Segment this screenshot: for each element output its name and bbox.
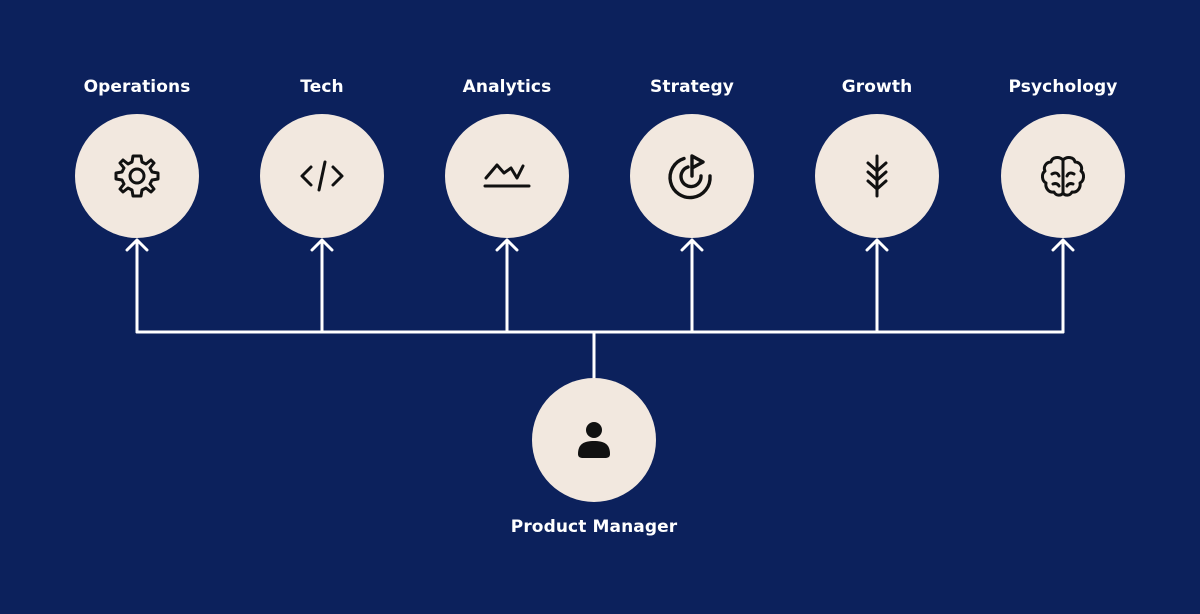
root-circle xyxy=(532,378,656,502)
node-growth: Growth xyxy=(777,74,977,238)
arrow-growth xyxy=(865,238,889,334)
node-tech: Tech xyxy=(222,74,422,238)
arrow-strategy xyxy=(680,238,704,334)
node-circle xyxy=(1001,114,1125,238)
node-circle xyxy=(260,114,384,238)
root-label: Product Manager xyxy=(510,517,678,537)
arrow-psychology xyxy=(1051,238,1075,334)
arrow-tech xyxy=(310,238,334,334)
node-operations: Operations xyxy=(37,74,237,238)
node-label: Tech xyxy=(300,77,344,97)
line-chart-icon xyxy=(479,148,535,204)
node-label: Growth xyxy=(841,77,913,97)
arrow-operations xyxy=(125,238,149,334)
root-product-manager: Product Manager xyxy=(494,378,694,540)
node-strategy: Strategy xyxy=(592,74,792,238)
brain-icon xyxy=(1035,148,1091,204)
plant-growth-icon xyxy=(849,148,905,204)
code-icon xyxy=(294,148,350,204)
node-label: Strategy xyxy=(650,77,734,97)
node-circle xyxy=(75,114,199,238)
user-icon xyxy=(566,412,622,468)
node-circle xyxy=(445,114,569,238)
gear-icon xyxy=(109,148,165,204)
node-psychology: Psychology xyxy=(963,74,1163,238)
node-analytics: Analytics xyxy=(407,74,607,238)
arrow-analytics xyxy=(495,238,519,334)
target-flag-icon xyxy=(664,148,720,204)
node-circle xyxy=(815,114,939,238)
node-label: Operations xyxy=(83,77,191,97)
node-label: Analytics xyxy=(462,77,552,97)
node-circle xyxy=(630,114,754,238)
node-label: Psychology xyxy=(1008,77,1118,97)
